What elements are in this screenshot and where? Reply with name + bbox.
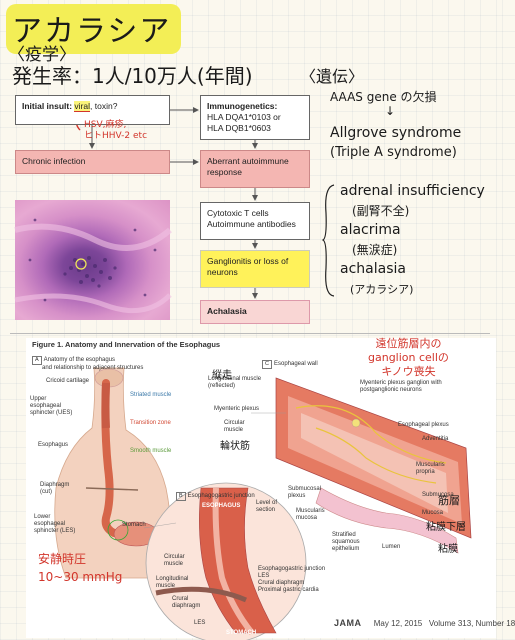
cyto-line-2: Autoimmune antibodies — [207, 219, 296, 229]
immunogenetics-line-2: HLA DQB1*0603 — [207, 123, 271, 133]
page-title: アカラシア — [6, 4, 182, 54]
mucosa-layer — [315, 487, 459, 554]
ganglion-annotation-line-2: ganglion cellの — [368, 351, 449, 364]
les-pressure-line-2: 10~30 mmHg — [38, 570, 123, 584]
diaphragm-line — [85, 487, 139, 491]
figure-title: Figure 1. Anatomy and Innervation of the… — [32, 340, 221, 349]
alacrima-note: alacrima — [340, 222, 401, 238]
ganglion-annotation-line-1: 遠位筋層内の — [375, 337, 442, 350]
genetics-heading: 〈遺伝〉 — [300, 67, 365, 86]
label-esoph-plexus: Esophageal plexus — [398, 422, 449, 428]
journal-name: JAMA — [334, 618, 362, 628]
flow-box-initial-insult: Initial insult: viral, toxin? — [15, 95, 170, 125]
flow-box-cytotoxic: Cytotoxic T cells Autoimmune antibodies — [200, 202, 310, 240]
plexus-nerve-1 — [295, 405, 447, 464]
flow-box-chronic-infection: Chronic infection — [15, 150, 170, 174]
hsv-annotation-line-2: ヒトHHV-2 etc — [84, 131, 148, 141]
muscle-layer-jp-note: 筋層 — [438, 494, 460, 507]
label-circular-c: Circular muscle — [224, 420, 245, 433]
flow-box-ganglionitis: Ganglionitis or loss of neurons — [200, 250, 310, 288]
ganglion-dot — [351, 418, 361, 428]
ganglion-annotation: 遠位筋層内の ganglion cellの キノウ喪失 — [368, 337, 449, 379]
hsv-annotation: HSV,麻疹, ヒトHHV-2 etc — [84, 120, 147, 142]
label-longitudinal-b: Longitudinal muscle — [156, 576, 189, 589]
label-stomach-cap: STOMACH — [226, 630, 257, 636]
genetics-down-arrow: ↓ — [385, 104, 396, 118]
egj-lumen — [212, 487, 255, 635]
incidence-note: 発生率：1人/10万人(年間) — [12, 64, 253, 88]
histology-image — [14, 200, 172, 320]
longitudinal-jp-note: 縦走 — [212, 370, 232, 381]
histology-texture — [14, 218, 172, 314]
les-pressure-note: 安静時圧 10~30 mmHg — [38, 550, 122, 586]
label-esophagus: Esophagus — [38, 442, 69, 448]
label-level-section: Level of section — [256, 500, 278, 513]
flow-box-achalasia: Achalasia — [200, 300, 310, 324]
label-ues: Upper esophageal sphincter (UES) — [30, 396, 73, 416]
flow-box-aberrant-autoimmune: Aberrant autoimmune response — [200, 150, 310, 188]
label-adventitia: Adventitia — [422, 436, 449, 442]
immunogenetics-title: Immunogenetics: — [207, 101, 278, 111]
label-les-a: Lower esophageal sphincter (LES) — [34, 514, 76, 534]
initial-insult-rest: , toxin? — [90, 101, 118, 111]
label-long-reflected: Longitudinal muscle (reflected) — [208, 376, 262, 389]
aaas-gene-note: AAAS gene の欠損 — [330, 90, 437, 104]
label-egj-legend: Esophagogastric junction LES Crural diap… — [258, 566, 326, 593]
label-submucosal-plexus: Submucosal plexus — [288, 486, 322, 499]
label-myenteric-plexus: Myenteric plexus — [214, 406, 260, 412]
label-stratified: Stratified squamous epithelium — [332, 532, 360, 552]
esophagus-striated — [101, 382, 110, 429]
label-muscularis-mucosa: Muscularis mucosa — [296, 508, 325, 521]
allgrove-note: Allgrove syndrome — [330, 125, 462, 141]
les-marker — [107, 519, 129, 541]
label-striated: Striated muscle — [130, 392, 172, 398]
label-lumen: Lumen — [382, 544, 401, 550]
adrenal-note: adrenal insufficiency — [340, 183, 485, 199]
label-esophagus-cap: ESOPHAGUS — [202, 503, 241, 509]
viral-highlight: viral — [74, 101, 91, 112]
label-submucosa: Submucosa — [422, 492, 454, 498]
hsv-annotation-line-1: HSV,麻疹, — [84, 120, 127, 130]
submucosa-jp-note: 粘膜下層 — [426, 522, 466, 533]
adrenal-jp-note: (副腎不全) — [352, 204, 410, 218]
label-stomach-a: Stomach — [122, 522, 146, 528]
label-mucosa: Mucosa — [422, 510, 444, 516]
achalasia-note: achalasia — [340, 261, 406, 277]
plexus-nerve-2 — [315, 427, 437, 484]
label-myenteric-ganglion: Myenteric plexus ganglion with postgangl… — [360, 380, 442, 393]
journal-date: May 12, 2015 — [373, 619, 423, 628]
les-pressure-line-1: 安静時圧 — [38, 552, 87, 566]
cyto-line-1: Cytotoxic T cells — [207, 208, 269, 218]
mucosa-jp-note: 粘膜 — [438, 544, 458, 555]
brace-mark — [321, 184, 335, 297]
flow-box-immunogenetics: Immunogenetics: HLA DQA1*0103 or HLA DQB… — [200, 95, 310, 140]
epidemiology-heading: 〈疫学〉 — [8, 45, 76, 65]
anatomy-figure: Figure 1. Anatomy and Innervation of the… — [26, 338, 496, 640]
circular-jp-note: 輪状筋 — [220, 441, 250, 452]
label-muscularis-propria: Muscularis propria — [416, 462, 445, 475]
triple-a-note: (Triple A syndrome) — [330, 145, 457, 160]
journal-footer: JAMA May 12, 2015 Volume 313, Number 18 — [334, 618, 515, 628]
journal-volume: Volume 313, Number 18 — [428, 619, 515, 628]
alacrima-jp-note: (無涙症) — [352, 243, 398, 257]
label-cricoid: Cricoid cartilage — [46, 378, 90, 384]
achalasia-jp-note: (アカラシア) — [350, 283, 414, 296]
label-smooth: Smooth muscle — [130, 448, 172, 454]
initial-insult-label: Initial insult: — [22, 101, 75, 111]
ganglion-annotation-line-3: キノウ喪失 — [381, 365, 436, 378]
label-crural-b: Crural diaphragm — [172, 596, 201, 609]
crural-diaphragm — [155, 586, 247, 603]
label-diaphragm: Diaphragm (cut) — [40, 482, 70, 495]
section-divider — [10, 333, 490, 334]
anatomy-illustration — [54, 367, 472, 640]
label-les-b: LES — [194, 620, 206, 626]
immunogenetics-line-1: HLA DQA1*0103 or — [207, 112, 281, 122]
label-transition: Transition zone — [130, 420, 171, 426]
label-circular-b: Circular muscle — [164, 554, 185, 567]
